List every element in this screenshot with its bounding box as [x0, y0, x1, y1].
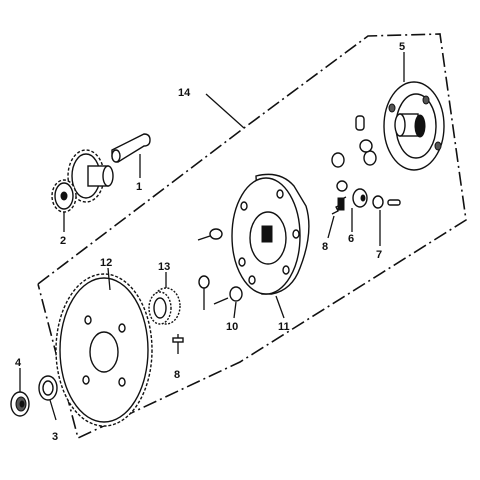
- roller-pin-set: [331, 115, 377, 192]
- part-9-small-bolt: [172, 334, 184, 354]
- callout-6: 6: [348, 233, 354, 245]
- callout-11: 11: [278, 321, 290, 333]
- part-6-roller: [352, 188, 368, 208]
- part-11-clutch-drum: [231, 173, 310, 295]
- mounting-bolt-upper: [197, 228, 223, 241]
- part-2-gear-cluster: [51, 149, 114, 213]
- callout-3: 3: [52, 431, 58, 443]
- part-1-pin: [111, 133, 151, 163]
- callout-4: 4: [15, 357, 22, 369]
- part-4-bearing: [10, 391, 30, 417]
- callout-2: 2: [60, 235, 66, 247]
- part-10-bolt: [213, 286, 243, 305]
- callout-7: 7: [376, 249, 382, 261]
- callout-13: 13: [158, 261, 170, 273]
- part-8-spring: [331, 196, 347, 215]
- part-13-needle-bearing: [148, 287, 181, 325]
- callout-14: 14: [178, 87, 191, 99]
- part-5-cover-plate: [383, 81, 445, 171]
- callout-8-upper: 8: [322, 241, 328, 253]
- callout-1: 1: [136, 181, 142, 193]
- mounting-bolt-middle: [198, 275, 210, 310]
- callout-5: 5: [399, 41, 405, 53]
- part-12-driven-gear: [55, 273, 153, 427]
- callout-8-lower: 8: [174, 369, 180, 381]
- part-3-washer: [38, 375, 58, 401]
- callout-labels: 14 5 1 2 6 7 8 11 10 12 13 8 4 3: [15, 41, 405, 443]
- callout-10: 10: [226, 321, 238, 333]
- callout-12: 12: [100, 257, 112, 269]
- part-7-cap: [372, 195, 401, 209]
- leader-lines: [19, 52, 405, 421]
